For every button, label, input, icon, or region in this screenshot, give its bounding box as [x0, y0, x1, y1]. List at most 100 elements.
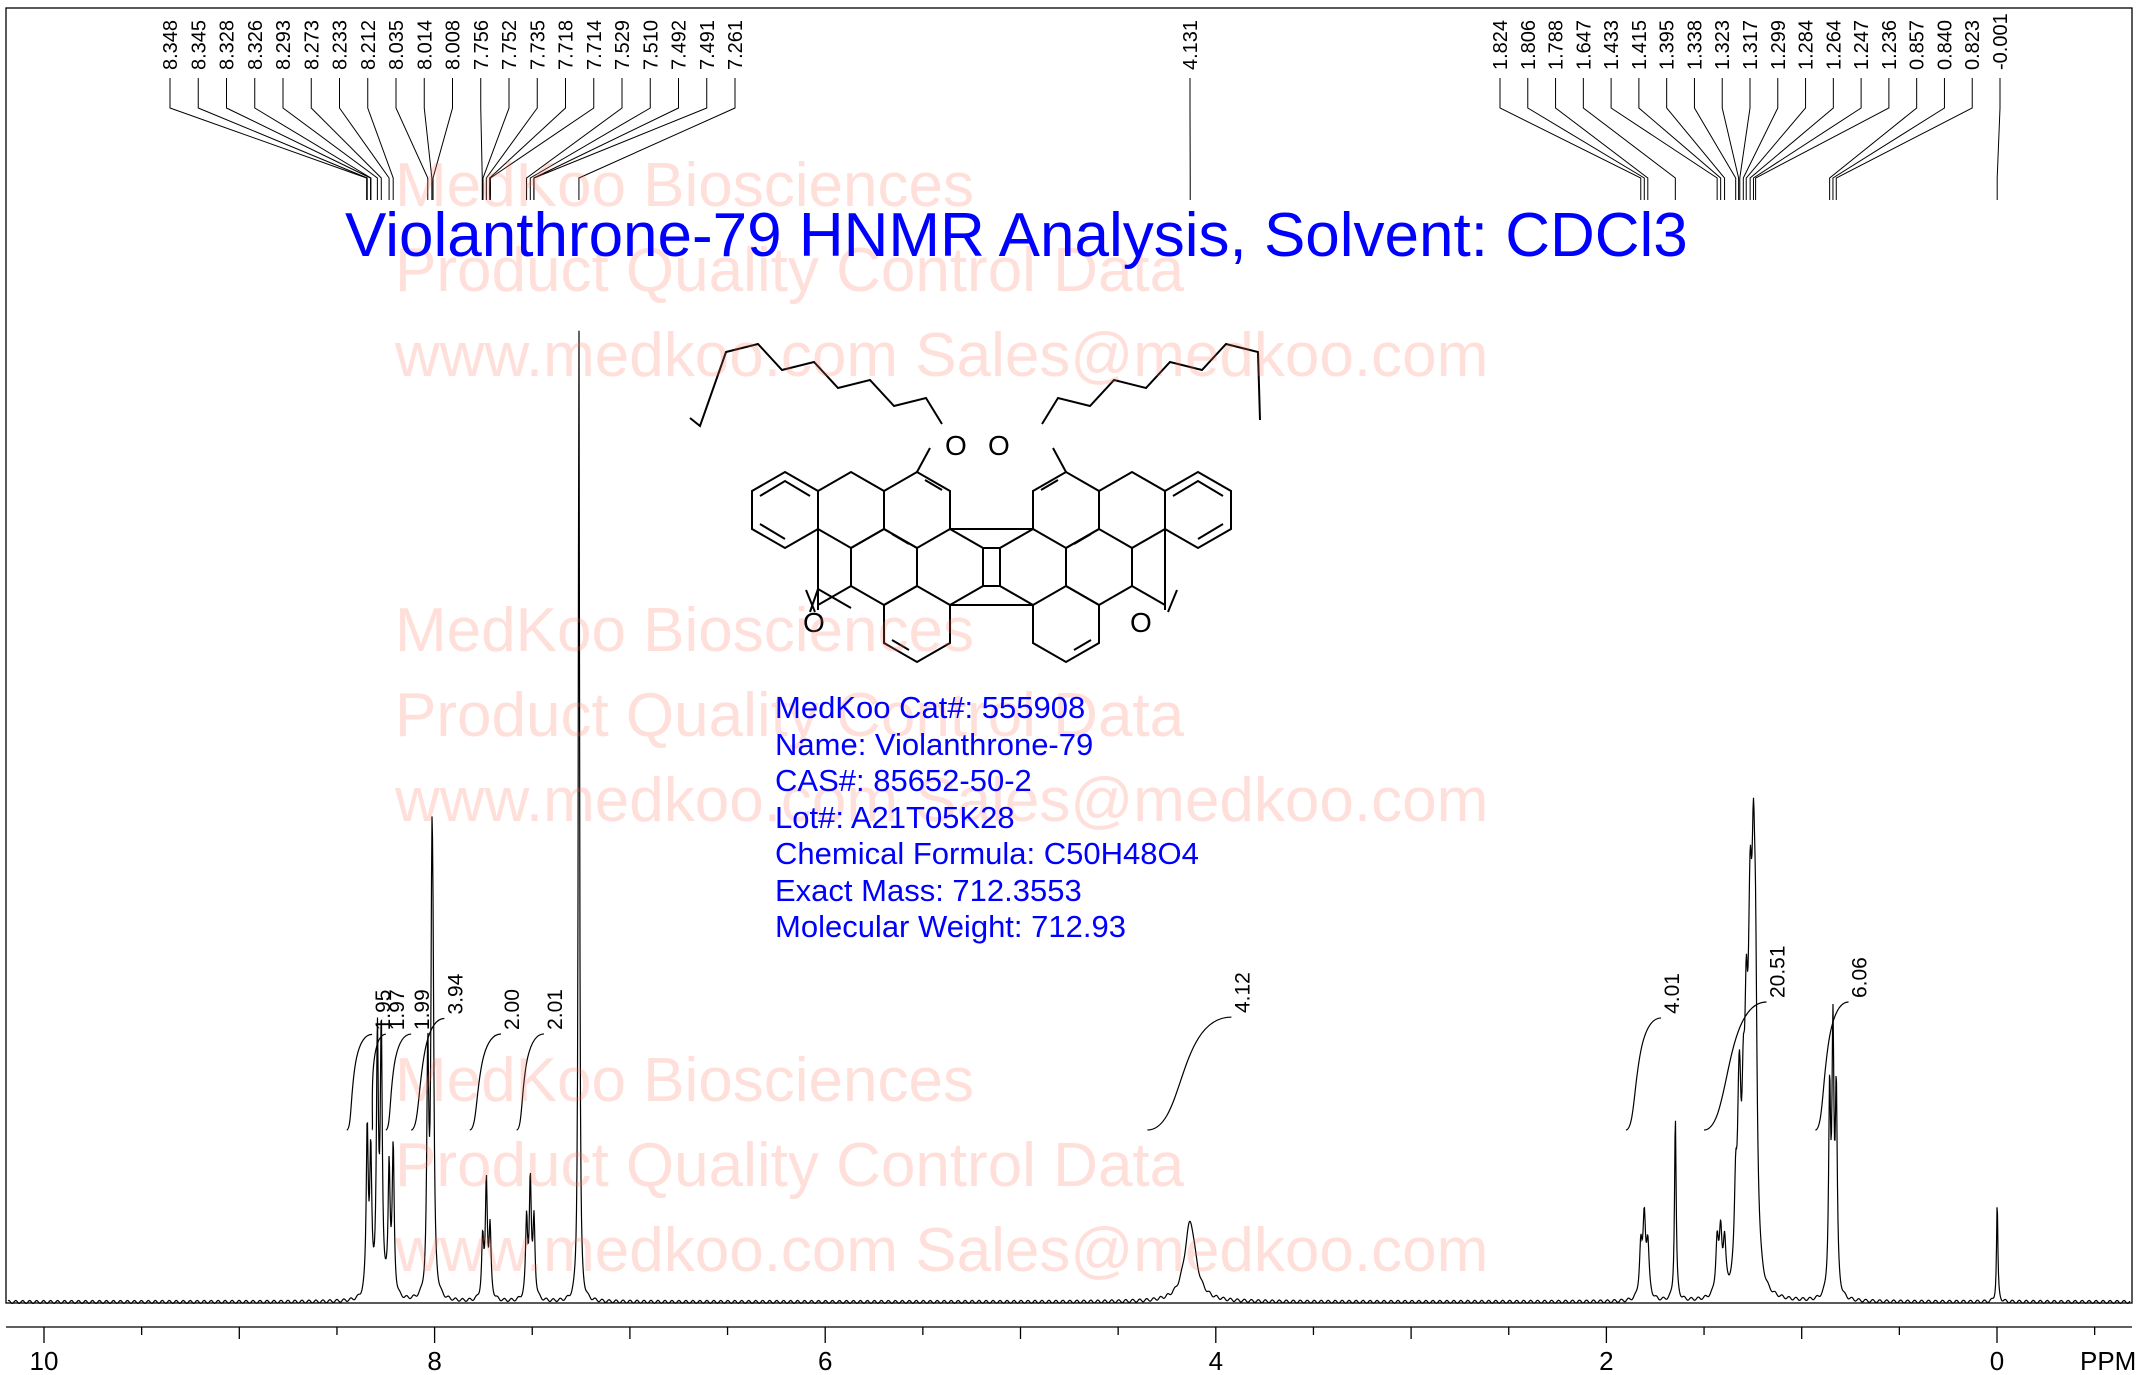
integral-value: 1.95: [372, 990, 395, 1031]
info-name: Name: Violanthrone-79: [775, 726, 1094, 762]
peak-leader-line: [1638, 78, 1722, 200]
peak-label: 7.492: [669, 20, 691, 70]
info-chemical-formula: Chemical Formula: C50H48O4: [775, 836, 1199, 871]
peak-leader-line: [1749, 78, 1834, 200]
integral-curve: [1703, 1001, 1767, 1131]
peak-leader-line: [339, 78, 390, 200]
integral-curve: [1625, 1017, 1662, 1131]
watermark-line-3: www.medkoo.com Sales@medkoo.com: [395, 321, 1489, 390]
integral-curve: [385, 1033, 412, 1131]
info-exact-mass: Exact Mass: 712.3553: [775, 872, 1082, 908]
info-cat-number: MedKoo Cat#: 555908: [775, 690, 1086, 725]
peak-leader-line: [1829, 78, 1918, 200]
peak-label-group: 8.348 8.345 8.328 8.326 8.293 8.273 8.233 8.212…: [160, 13, 2012, 200]
integral-value: 20.51: [1767, 945, 1790, 998]
integral-value: 2.01: [544, 989, 567, 1030]
peak-label: 1.236: [1879, 20, 1901, 70]
peak-leader-line: [529, 78, 651, 200]
peak-label: 8.233: [330, 20, 352, 70]
x-tick-label: 0: [1990, 1346, 2004, 1375]
peak-label: 8.014: [414, 20, 436, 70]
peak-label: 7.491: [697, 20, 719, 70]
peak-leader-line: [1555, 78, 1649, 200]
peak-label: 7.718: [556, 20, 578, 70]
spectrum-trace: [7, 330, 2131, 1305]
peak-label: 8.345: [188, 20, 210, 70]
peak-leader-line: [423, 78, 433, 200]
integral-value: 1.97: [386, 989, 409, 1030]
peak-label: 1.247: [1851, 20, 1873, 70]
peak-leader-line: [310, 78, 382, 200]
peak-leader-line: [367, 78, 394, 200]
integral-curve: [1147, 1016, 1232, 1131]
peak-leader-line: [226, 78, 372, 200]
peak-leader-line: [485, 78, 538, 200]
peak-label: 8.035: [386, 20, 408, 70]
peak-label: 7.510: [640, 20, 662, 70]
watermark-line-5: Product Quality Control Data: [395, 681, 1185, 750]
peak-label: 0.857: [1907, 20, 1929, 70]
peak-label: 8.273: [301, 20, 323, 70]
peak-leader-line: [1499, 78, 1642, 200]
integral-value: 4.01: [1661, 973, 1684, 1014]
integral-curve: [346, 1033, 373, 1131]
peak-leader-line: [1582, 78, 1676, 200]
info-cas-number: CAS#: 85652-50-2: [775, 763, 1032, 798]
peak-label: 1.284: [1796, 20, 1818, 70]
integral-curve: [371, 1033, 386, 1131]
x-tick-label: 8: [427, 1346, 441, 1375]
peak-leader-line: [1721, 78, 1740, 200]
peak-label: 8.293: [273, 20, 295, 70]
peak-leader-line: [169, 78, 368, 200]
peak-leader-line: [1527, 78, 1645, 200]
peak-leader-line: [254, 78, 372, 200]
peak-label: 1.788: [1546, 20, 1568, 70]
x-tick-label: 10: [30, 1346, 59, 1375]
oxygen-label-ketone-left: O: [803, 607, 825, 638]
x-tick-label: 6: [818, 1346, 832, 1375]
peak-label: 8.008: [443, 20, 465, 70]
plot-frame: [5, 7, 2133, 1304]
peak-leader-line: [197, 78, 368, 200]
peak-leader-line: [489, 78, 566, 200]
integral-curve: [469, 1033, 502, 1131]
watermark-line-7: MedKoo Biosciences: [395, 1046, 974, 1115]
peak-label: 0.823: [1962, 20, 1984, 70]
integral-curve: [516, 1033, 545, 1131]
peak-label: 7.735: [527, 20, 549, 70]
watermark-line-9: www.medkoo.com Sales@medkoo.com: [395, 1216, 1489, 1285]
watermark-line-1: MedKoo Biosciences: [395, 151, 974, 220]
integral-curve: [410, 1017, 445, 1131]
info-molecular-weight: Molecular Weight: 712.93: [775, 909, 1126, 944]
peak-label: 8.328: [217, 20, 239, 70]
oxygen-label-ether-right: O: [988, 430, 1010, 461]
peak-leader-line: [282, 78, 378, 200]
peak-leader-line: [480, 78, 483, 200]
peak-label: 7.756: [471, 20, 493, 70]
peak-label: 1.264: [1823, 20, 1845, 70]
peak-leader-line: [1996, 78, 2001, 200]
peak-leader-line: [526, 78, 623, 200]
peak-label: -0.001: [1990, 13, 2012, 70]
peak-label: 8.212: [358, 20, 380, 70]
peak-label: 1.299: [1768, 20, 1790, 70]
x-axis-ticks: [43, 1327, 2096, 1343]
chart-title: Violanthrone-79 HNMR Analysis, Solvent: …: [345, 201, 1688, 270]
peak-leader-line: [578, 78, 736, 200]
peak-label: 1.824: [1490, 20, 1512, 70]
peak-label: 1.806: [1518, 20, 1540, 70]
integral-value: 4.12: [1231, 972, 1254, 1013]
oxygen-label-ketone-right: O: [1130, 607, 1152, 638]
peak-label: 7.261: [725, 20, 747, 70]
peak-label: 8.348: [160, 20, 182, 70]
peak-leader-line: [1610, 78, 1718, 200]
info-lot-number: Lot#: A21T05K28: [775, 799, 1015, 835]
peak-leader-line: [482, 78, 510, 200]
integral-value: 6.06: [1849, 957, 1872, 998]
watermark-line-4: MedKoo Biosciences: [395, 596, 974, 665]
peak-label: 8.326: [245, 20, 267, 70]
chemical-structure: [689, 342, 1261, 664]
